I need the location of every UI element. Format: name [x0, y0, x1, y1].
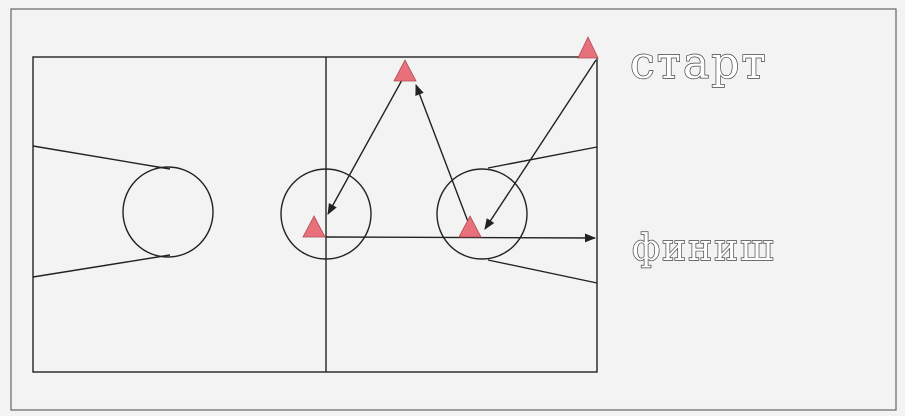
- left-key-bottom-line: [32, 254, 171, 278]
- cone-start: [577, 36, 599, 59]
- page-frame: [10, 8, 897, 411]
- right-free-throw-circle: [436, 168, 528, 260]
- basketball-court: [32, 56, 598, 373]
- right-key-top-line: [487, 146, 598, 169]
- arrow-right-circle-to-top-cone: [415, 83, 471, 228]
- arrow-top-cone-to-center: [327, 79, 403, 215]
- arrow-center-to-finish: [325, 233, 597, 243]
- cone-right-circle: [458, 215, 482, 238]
- cones: [302, 36, 599, 238]
- left-free-throw-circle: [122, 166, 214, 258]
- arrow-start-to-right-circle: [484, 59, 597, 230]
- start-label: старт: [630, 38, 768, 89]
- cone-top: [393, 59, 417, 82]
- center-circle: [280, 168, 372, 260]
- court-boundary: [32, 56, 598, 373]
- route-arrows: [325, 59, 597, 243]
- finish-label: финиш: [632, 228, 776, 269]
- right-key-bottom-line: [487, 259, 598, 284]
- left-key-top-line: [32, 145, 171, 170]
- cone-center: [302, 215, 326, 238]
